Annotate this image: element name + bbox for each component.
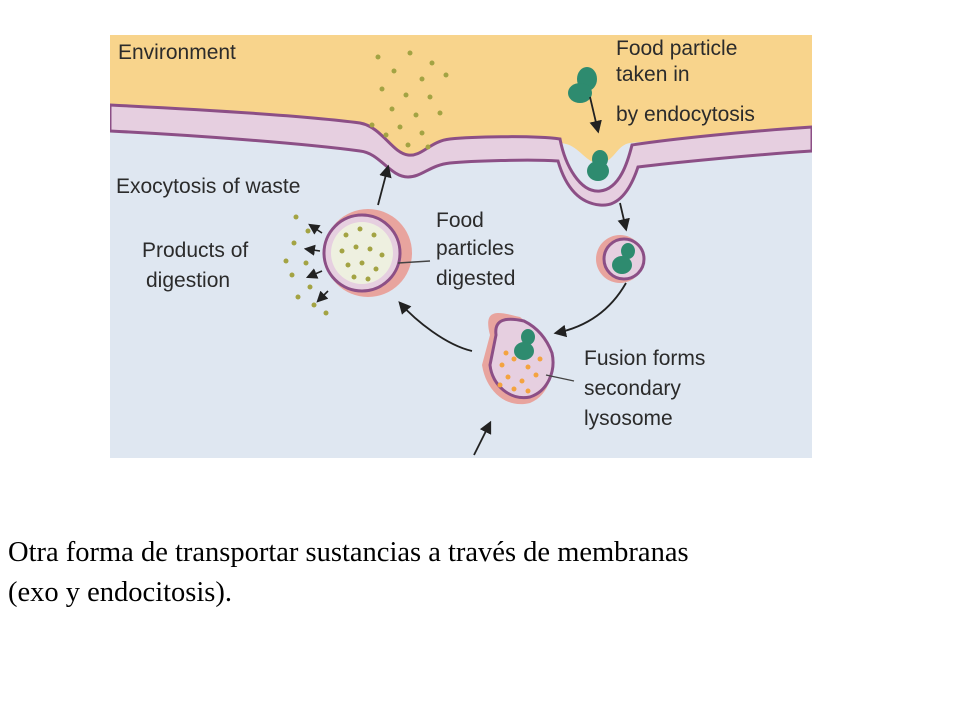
released-products — [283, 214, 329, 316]
label-products-line1: Products of — [142, 239, 248, 262]
lysosome-enzyme-dots — [497, 350, 543, 394]
label-digested-line1: Food — [436, 209, 484, 232]
arrow-to-vesicle — [617, 202, 630, 232]
arrow-lysosome-to-digestion — [398, 301, 473, 352]
diagram-svg: Environment Food particle taken in by en… — [110, 35, 812, 458]
arrow-into-membrane — [589, 96, 602, 134]
process-arrows — [377, 96, 630, 456]
label-digested-line3: digested — [436, 267, 515, 290]
lysosome-food-particle — [514, 329, 535, 360]
endocytosis-exocytosis-diagram: Environment Food particle taken in by en… — [110, 35, 812, 458]
endocytic-vesicle — [596, 235, 646, 283]
food-particle-outside — [568, 67, 597, 103]
food-particle-pocket — [587, 150, 609, 181]
cell-membrane — [110, 103, 812, 207]
label-fusion-line2: secondary — [584, 377, 681, 400]
leader-fusion — [545, 374, 575, 382]
arrow-primary-lysosome — [473, 420, 492, 456]
label-fusion-line1: Fusion forms — [584, 347, 705, 370]
release-arrows — [303, 223, 329, 303]
label-food-particle-line2: taken in — [616, 63, 690, 86]
label-products-line2: digestion — [146, 269, 230, 292]
label-food-particle-line3: by endocytosis — [616, 103, 755, 126]
arrow-vesicle-to-lysosome — [553, 282, 627, 338]
label-digested-line2: particles — [436, 237, 514, 260]
digestion-vesicle — [322, 209, 412, 297]
arrow-exocytosis — [377, 164, 392, 206]
environment-region — [110, 35, 812, 164]
label-environment: Environment — [118, 41, 236, 64]
label-food-particle-line1: Food particle — [616, 37, 737, 60]
caption-line-1: Otra forma de transportar sustancias a t… — [8, 537, 689, 568]
digested-products-inside — [339, 226, 385, 282]
label-fusion-line3: lysosome — [584, 407, 673, 430]
waste-particles — [369, 50, 449, 150]
slide-caption: Otra forma de transportar sustancias a t… — [8, 533, 953, 613]
leader-digested — [397, 260, 431, 264]
label-exocytosis: Exocytosis of waste — [116, 175, 300, 198]
caption-line-2: (exo y endocitosis). — [8, 577, 232, 608]
